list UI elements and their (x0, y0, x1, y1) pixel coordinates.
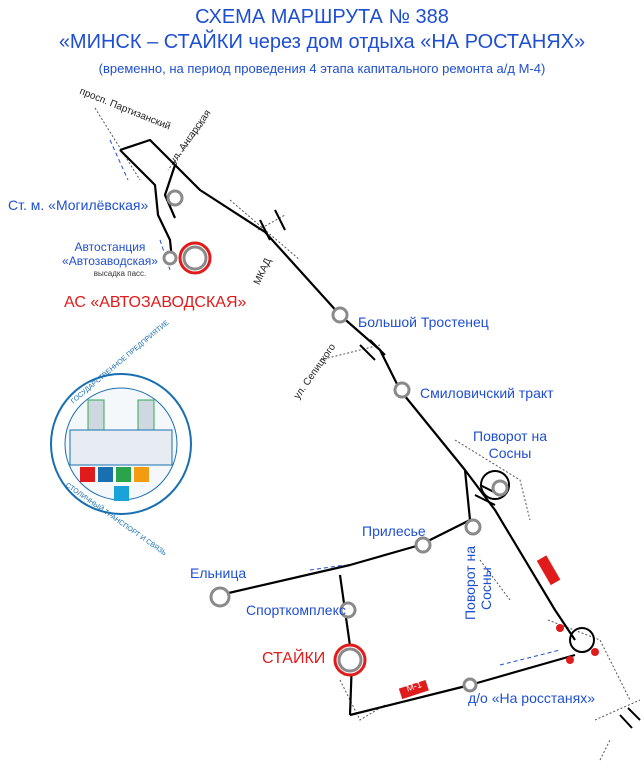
label-terminal-avtozavodskaya: АС «АВТОЗАВОДСКАЯ» (64, 294, 247, 311)
label-sportkompleks: Спорткомплекс (246, 602, 346, 618)
sign-m1 (398, 679, 429, 700)
label-terminal-staiki: СТАЙКИ (262, 650, 326, 667)
route-main-line (119, 138, 576, 641)
arrow-m1 (499, 649, 561, 666)
road-sosny-2 (479, 559, 511, 601)
route-left-loop (119, 149, 174, 261)
road-sosny (454, 439, 531, 521)
label-povorot-sosny-1a: Поворот на (473, 428, 547, 444)
road-staiki-loop (339, 679, 386, 721)
m4-loop (569, 627, 595, 653)
label-smilovichsky: Смиловичский тракт (420, 385, 554, 401)
route-elnitsa (219, 469, 472, 597)
stop-sportkompleks (339, 601, 357, 619)
stop-povorot-sosny-1 (491, 479, 509, 497)
road-m4-branch (547, 619, 631, 701)
stop-na-rostanyah (462, 677, 478, 693)
terminals (178, 241, 367, 677)
mkad-bridge (259, 209, 286, 241)
route-inner-loop (163, 164, 177, 219)
secondary-roads (94, 107, 641, 761)
road-mkad-west (229, 199, 301, 261)
arrow-mogilevskaya (109, 139, 129, 181)
label-povorot-sosny-2b: Сосны (478, 567, 494, 610)
map-title: СХЕМА МАРШРУТА № 388 (195, 6, 449, 28)
logo (50, 373, 192, 515)
east-bridge (619, 707, 641, 729)
road-mkad-cross (257, 214, 286, 231)
map-note: (временно, на период проведения 4 этапа … (98, 61, 546, 76)
label-na-rostanyah: д/о «На росстанях» (468, 690, 596, 706)
stop-smilovichsky (393, 381, 411, 399)
stop-elnitsa (209, 586, 231, 608)
road-signs (398, 555, 599, 700)
label-elnitsa: Ельница (190, 565, 247, 581)
label-povorot-sosny-1b: Сосны (488, 445, 532, 461)
stops (162, 189, 509, 693)
stop-avtostantsia (162, 250, 178, 266)
label-prilesye: Прилесье (362, 523, 426, 539)
sign-m4 (536, 555, 561, 586)
label-povorot-sosny-2a: Поворот на (462, 546, 478, 620)
sepitskogo-bridge (359, 339, 386, 361)
stop-povorot-sosny-2 (464, 518, 482, 536)
stop-mogilevskaya (166, 189, 184, 207)
label-mogilevskaya: Ст. м. «Могилёвская» (8, 197, 149, 213)
label-avtostantsia-note: высадка пасс. (93, 269, 147, 278)
sosny-loop (480, 470, 510, 500)
label-avtostantsia-2: «Автозаводская» (62, 254, 158, 268)
road-south (599, 739, 611, 761)
marker-3 (591, 648, 599, 656)
label-avtostantsia-1: Автостанция (74, 240, 146, 254)
stop-prilesye (414, 536, 432, 554)
map-subtitle: «МИНСК – СТАЙКИ через дом отдыха «НА РОС… (58, 31, 586, 53)
stop-bolshoy-trostenets (331, 306, 349, 324)
arrow-elnitsa (309, 564, 346, 571)
label-bolshoy-trostenets: Большой Тростенец (358, 314, 489, 330)
marker-2 (566, 656, 574, 664)
road-east (594, 699, 641, 721)
marker-1 (556, 624, 564, 632)
